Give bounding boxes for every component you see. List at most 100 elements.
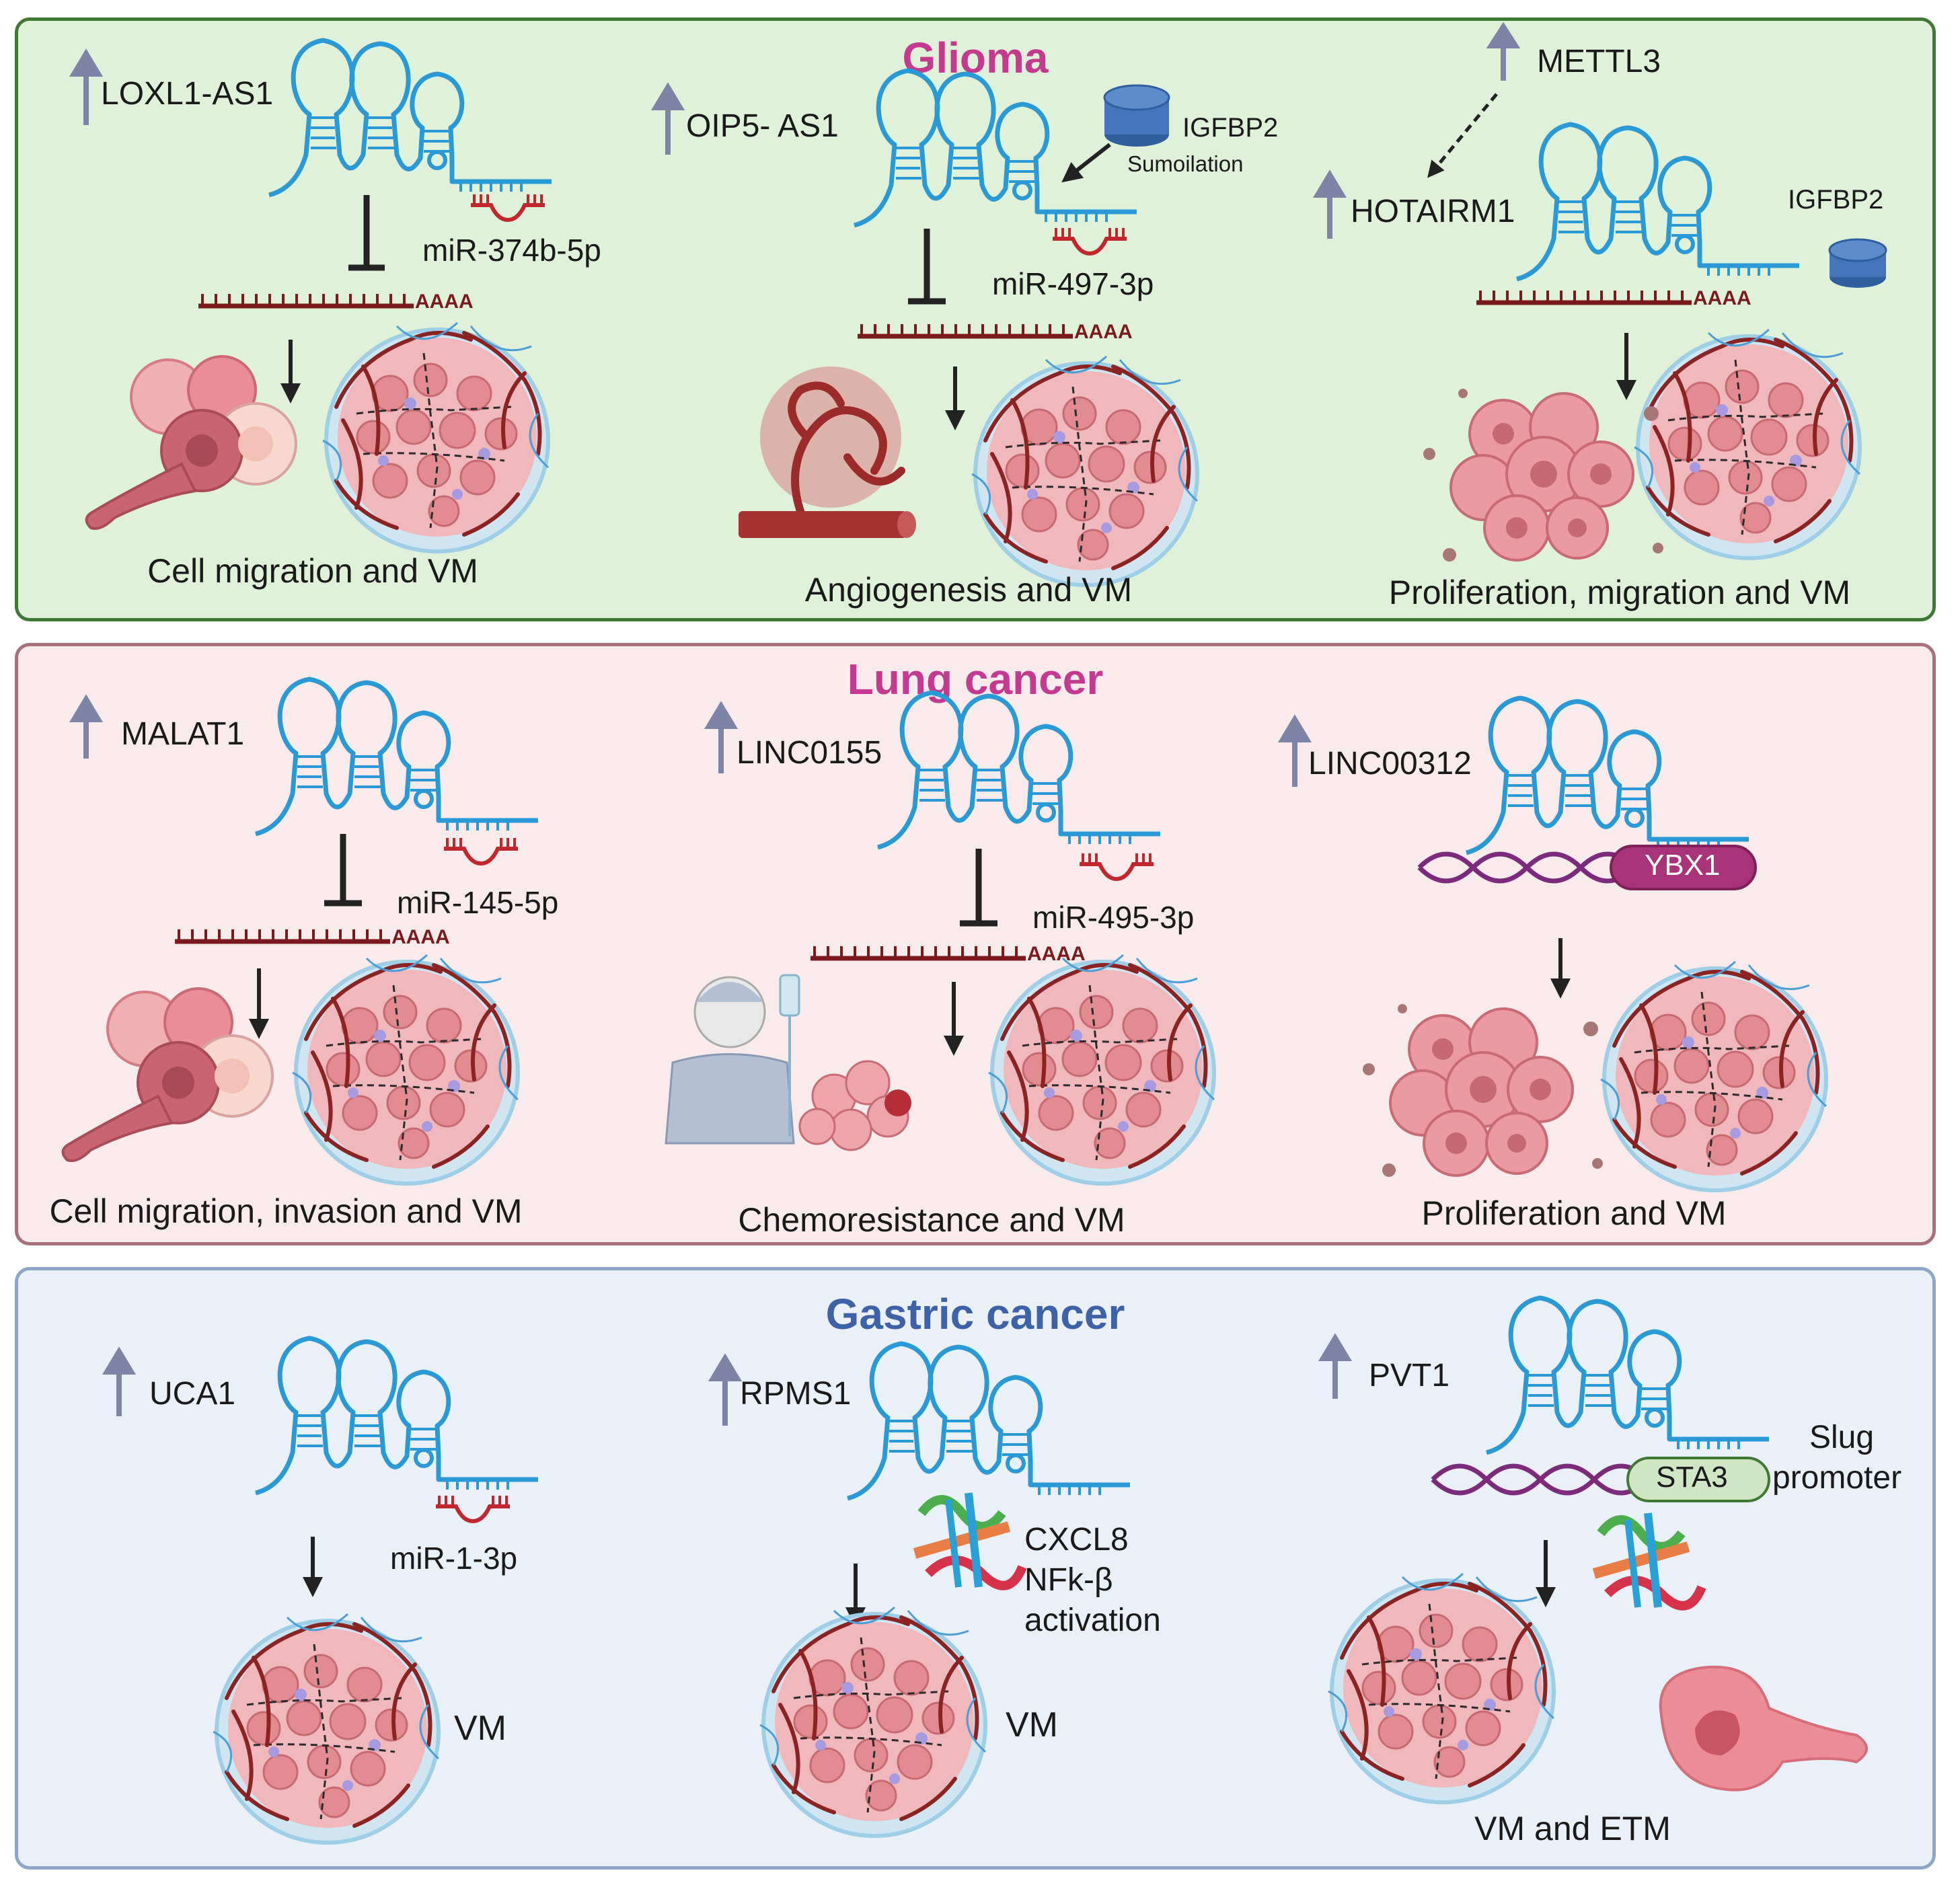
up-arrow-icon [1486,22,1521,81]
mirna-icon [1053,228,1127,254]
ybx1-label: YBX1 [1645,849,1721,882]
sta3-label: STA3 [1656,1461,1728,1494]
lncrna-label: PVT1 [1369,1358,1450,1393]
effect-label-1: CXCL8 [1024,1522,1129,1558]
lncrna-structure-icon [256,679,538,834]
proliferating-cells-icon [1361,1003,1604,1178]
mirna-icon [1080,853,1154,879]
lncrna-structure-icon [854,71,1137,225]
outcome-label: Cell migration, invasion and VM [49,1192,523,1230]
angiogenesis-vessel-icon [739,367,916,538]
up-arrow-icon [708,1353,743,1426]
polya-label: AAAA [1027,943,1086,965]
tumor-spheroid-icon [989,955,1214,1184]
downstream-arrows [249,333,1636,1627]
outcome-label: Cell migration and VM [147,552,478,590]
inhibition-bar-icon [324,834,362,907]
target-label-1: Slug [1809,1420,1875,1455]
outcome-label: Angiogenesis and VM [804,571,1133,609]
protein-ribbon-icon [915,1493,1022,1587]
inhibition-bar-icon [908,229,946,305]
mrna-icon [1476,291,1692,303]
up-arrow-icon [1318,1333,1353,1399]
tumor-spheroid-icon [213,1614,439,1843]
polya-label: AAAA [415,291,474,313]
lncrna-structure-icon [256,1338,538,1493]
migrating-cell-icon [1659,1665,1868,1792]
lncrna-label: HOTAIRM1 [1351,194,1515,229]
mrna-icon [811,946,1026,958]
polya-label: AAAA [391,926,450,948]
ybx1-protein [1610,845,1757,890]
dna-helix-icon [1433,1466,1648,1493]
tumor-spheroid-icon [1328,1574,1554,1802]
target-label-2: promoter [1772,1460,1902,1496]
tumor-spheroid-icon [323,323,548,551]
up-arrow-icon [1312,169,1347,239]
dashed-regulation-arrow [1427,93,1498,178]
outcome-label: VM [1006,1705,1058,1744]
protein-label: IGFBP2 [1182,113,1279,143]
lncrna-label: UCA1 [149,1376,236,1412]
outcome-label: Proliferation and VM [1421,1194,1727,1232]
up-arrow-icon [650,82,685,155]
migrating-cells-icon [85,355,298,530]
lncrna-label: MALAT1 [121,716,245,752]
lncrna-structure-icon [1486,1298,1769,1453]
modification-label: Sumoilation [1127,151,1244,176]
lncrna-label: LINC00312 [1308,746,1472,781]
sta3-protein [1626,1457,1770,1502]
lncrna-label: LINC0155 [737,735,882,771]
mirna-icon [444,838,518,863]
mrna-icon [198,294,414,306]
mirna-icon [436,1496,510,1521]
lncrna-structure-icon [269,40,552,195]
lncrna-label: OIP5- AS1 [686,108,839,144]
up-arrow-icon [102,1346,137,1416]
mrna-icon [858,324,1073,336]
upregulation-arrows [69,22,1521,1426]
mirna-label: miR-374b-5p [422,233,601,268]
tumor-spheroid-icon [293,955,518,1184]
up-arrow-icon [704,701,739,773]
panel-title-gastric-cancer: Gastric cancer [825,1290,1125,1338]
lncrna-structure-icon [847,1344,1130,1498]
inhibition-bar-icon [348,195,385,271]
dna-helix-icon [1419,854,1634,881]
polya-label: AAAA [1693,287,1751,309]
protein-ribbon-icon [1594,1513,1702,1607]
panel-title-lung-cancer: Lung cancer [847,655,1104,703]
outcome-label: Proliferation, migration and VM [1388,574,1851,611]
mrna-icon [175,929,390,942]
outcome-label: Chemoresistance and VM [738,1201,1125,1239]
lncrna-label: RPMS1 [740,1376,852,1412]
up-arrow-icon [69,694,104,759]
mirna-label: miR-1-3p [390,1541,518,1576]
binding-arrow-icon [1061,143,1111,183]
protein-label: IGFBP2 [1788,185,1884,215]
lncrna-structure-icon [1466,698,1749,853]
lncrna-structure-icon [878,693,1160,847]
effect-label-3: activation [1024,1603,1161,1638]
tumor-spheroid-icon [972,356,1197,585]
lncrna-label: LOXL1-AS1 [101,76,274,112]
mirna-label: miR-497-3p [992,266,1154,301]
tumor-spheroid-icon [760,1607,985,1836]
mirna-icon [471,194,545,220]
inhibition-bar-icon [960,849,997,927]
mirna-label: miR-495-3p [1032,900,1195,935]
lncrna-structure-icon [1517,124,1799,279]
effect-label-2: NFk-β [1024,1562,1113,1598]
outcome-label: VM [454,1709,506,1748]
up-arrow-icon [69,48,104,125]
proliferating-cells-icon [1422,387,1665,563]
igfbp2-protein-icon [1103,84,1170,147]
regulator-label: METTL3 [1537,44,1661,79]
up-arrow-icon [1277,714,1312,787]
inhibition-bars [324,195,997,927]
chemotherapy-patient-icon [665,974,911,1151]
polya-label: AAAA [1074,321,1133,343]
igfbp2-protein-icon [1828,238,1887,288]
tumor-spheroid-icon [1601,962,1826,1190]
